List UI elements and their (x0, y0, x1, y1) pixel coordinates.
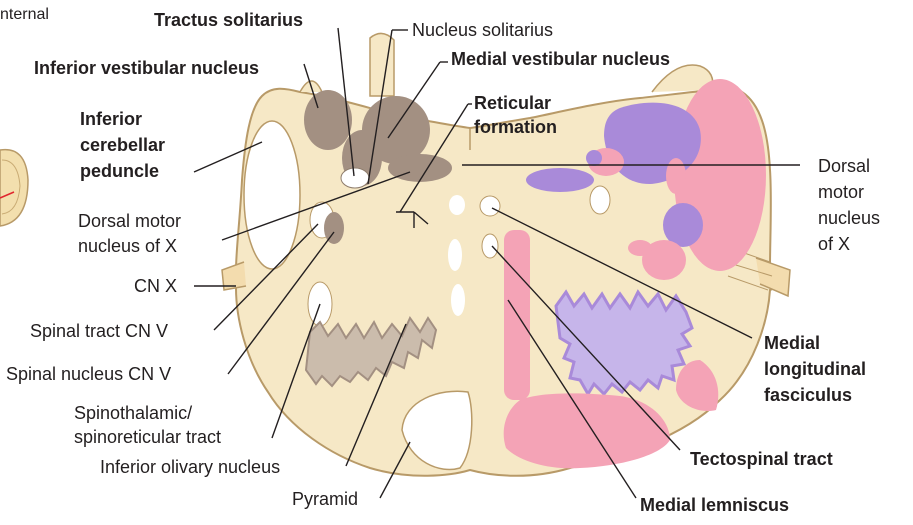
inset-brainstem-thumbnail (0, 150, 28, 226)
label-spinal-nucleus-cn-v: Spinal nucleus CN V (6, 363, 171, 385)
inferior-cerebellar-peduncle-region (244, 121, 300, 269)
label-inferior-cerebellar-peduncle-line2: cerebellar (80, 134, 165, 156)
label-mlf-line3: fasciculus (764, 384, 852, 406)
spinal-nucleus-cn-v-region (324, 212, 344, 244)
label-tractus-solitarius: Tractus solitarius (154, 9, 303, 31)
label-mlf-line1: Medial (764, 332, 820, 354)
label-dorsal-motor-nucleus-right-line1: Dorsal (818, 155, 870, 177)
label-internal: nternal (0, 4, 49, 26)
label-nucleus-solitarius: Nucleus solitarius (412, 19, 553, 41)
label-medial-lemniscus: Medial lemniscus (640, 494, 789, 516)
label-dorsal-motor-nucleus-right-line3: nucleus (818, 207, 880, 229)
tractus-solitarius-region (341, 168, 369, 188)
label-inferior-cerebellar-peduncle-line3: peduncle (80, 160, 159, 182)
label-inferior-cerebellar-peduncle-line1: Inferior (80, 108, 142, 130)
label-dorsal-motor-nucleus-right-line2: motor (818, 181, 864, 203)
label-inferior-vestibular-nucleus: Inferior vestibular nucleus (34, 57, 259, 79)
label-inferior-olivary-nucleus: Inferior olivary nucleus (100, 456, 280, 478)
dorsal-motor-nucleus-left-region (388, 154, 452, 182)
label-spinal-tract-cn-v: Spinal tract CN V (30, 320, 168, 342)
label-dorsal-motor-nucleus-left-line2: nucleus of X (78, 235, 177, 257)
label-medial-vestibular-nucleus: Medial vestibular nucleus (451, 48, 670, 70)
label-pyramid: Pyramid (292, 488, 358, 510)
label-mlf-line2: longitudinal (764, 358, 866, 380)
label-reticular-line2: formation (474, 116, 557, 138)
inferior-vestibular-nucleus-region (304, 90, 352, 150)
label-tectospinal-tract: Tectospinal tract (690, 448, 833, 470)
label-reticular-line1: Reticular (474, 92, 551, 114)
mlf-right-region (480, 196, 500, 216)
label-dorsal-motor-nucleus-left-line1: Dorsal motor (78, 210, 181, 232)
label-cn-x: CN X (134, 275, 177, 297)
label-dorsal-motor-nucleus-right-line4: of X (818, 233, 850, 255)
inferior-olivary-nucleus-right (556, 292, 692, 394)
label-spinothalamic-line1: Spinothalamic/ (74, 402, 192, 424)
label-spinothalamic-line2: spinoreticular tract (74, 426, 221, 448)
mlf-left-region (449, 195, 465, 215)
